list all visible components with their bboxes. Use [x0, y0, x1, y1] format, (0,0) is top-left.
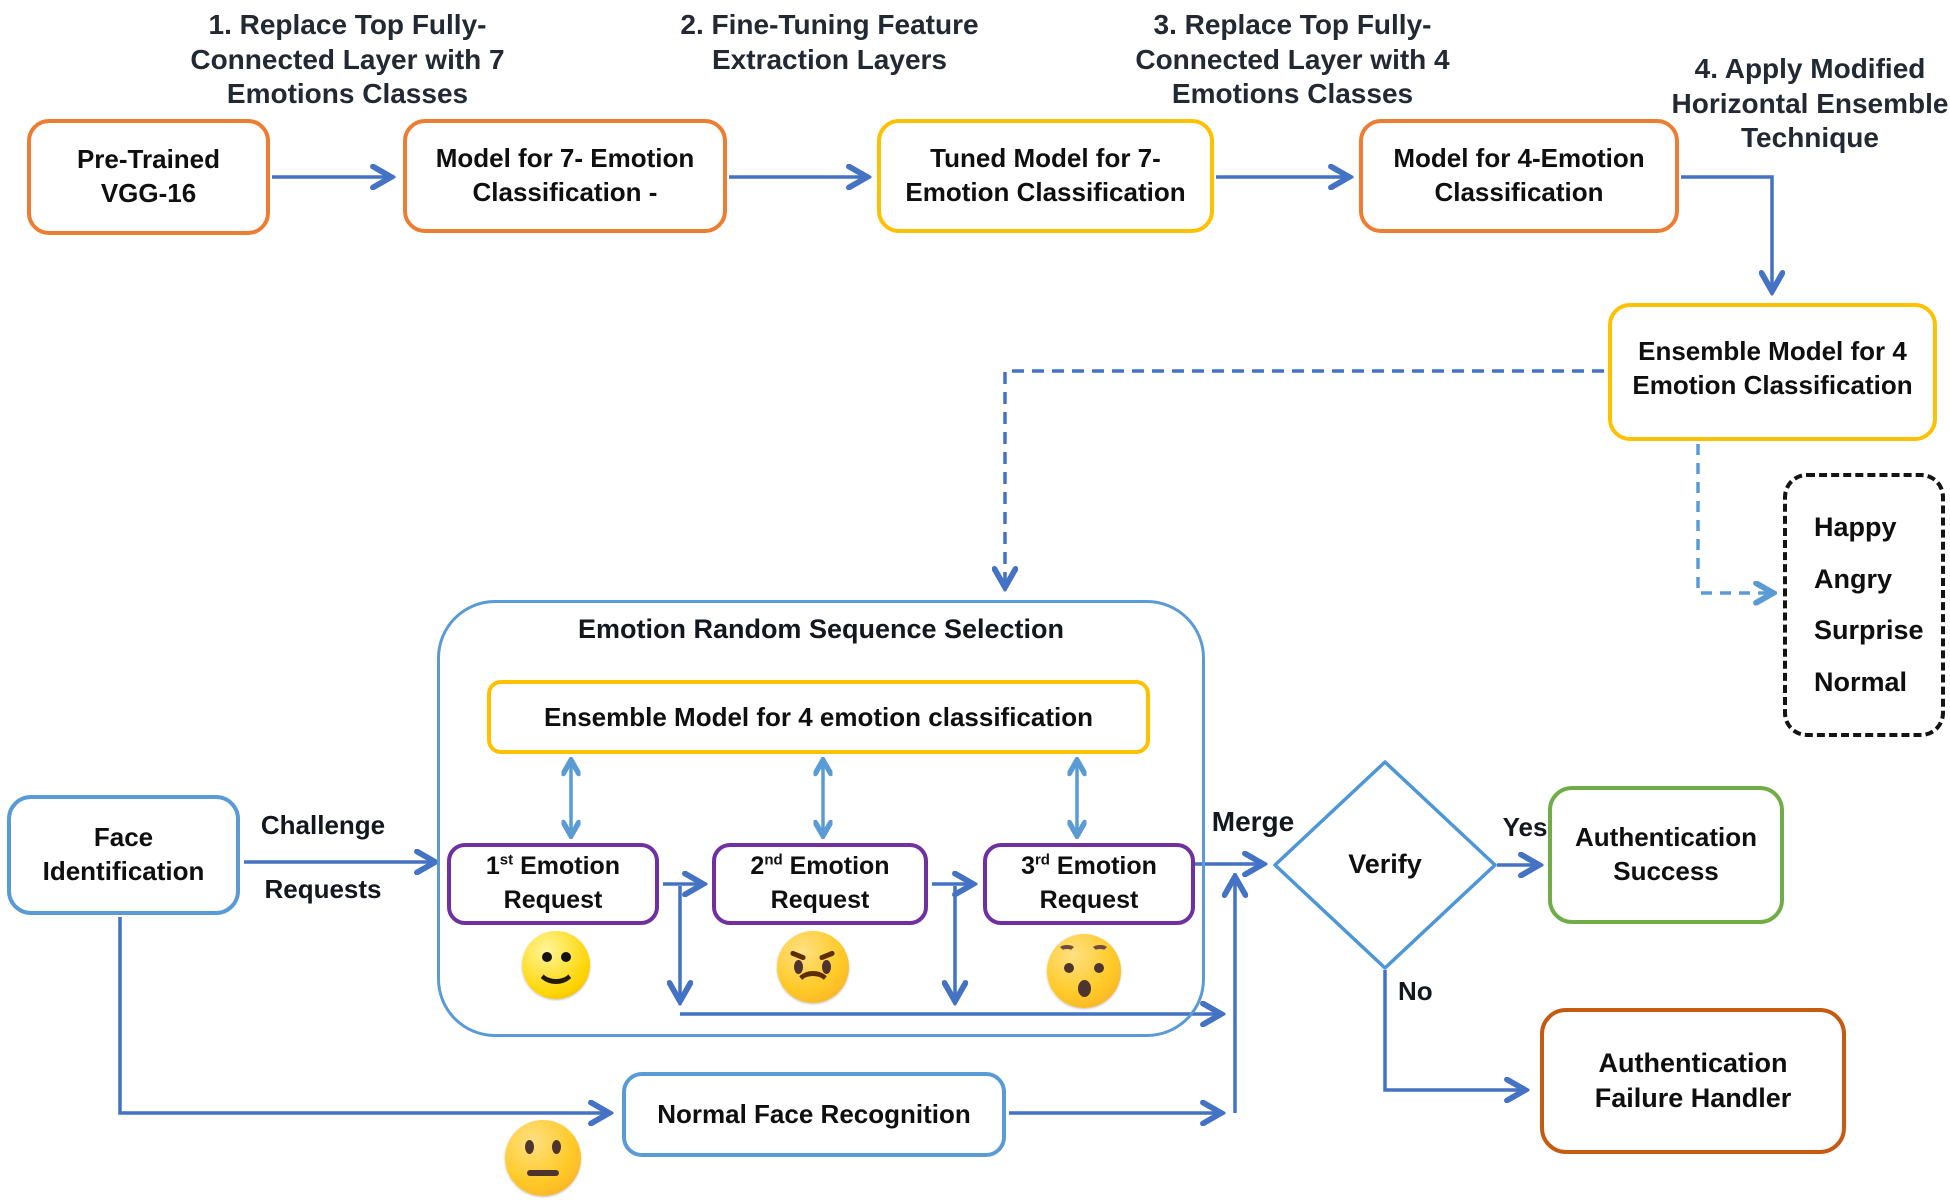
node-ensemble-model-4: Ensemble Model for 4 Emotion Classificat… [1608, 303, 1937, 441]
challenge-label: Challenge [260, 810, 386, 840]
happy-smiley-emoji [522, 931, 590, 999]
arrow-model4-to-ensemble [1681, 175, 1772, 290]
emotion-class-angry: Angry [1814, 563, 1893, 594]
node-model-7-emotion: Model for 7- Emotion Classification - [403, 119, 727, 233]
line-faceid-to-normal [118, 917, 608, 1113]
open-mouth [1078, 980, 1091, 997]
node-face-identification: Face Identification [7, 795, 240, 915]
node-tuned-model-7: Tuned Model for 7- Emotion Classificatio… [877, 119, 1214, 233]
verify-label: Verify [1348, 849, 1422, 879]
neutral-face-emoji [505, 1120, 581, 1196]
step-label-3: 3. Replace Top Fully- Connected Layer wi… [1135, 9, 1450, 110]
dashed-arrow-ensemble-to-sequence [1005, 369, 1604, 586]
node-emotion-request-2: 2nd Emotion Request [712, 843, 928, 925]
sequence-selection-container [437, 600, 1205, 1037]
right-eye [822, 960, 831, 974]
node-authentication-success: Authentication Success [1548, 786, 1784, 924]
no-label: No [1398, 976, 1433, 1006]
node-authentication-failure: Authentication Failure Handler [1540, 1008, 1846, 1154]
left-brow [1058, 945, 1076, 956]
step-label-4: 4. Apply Modified Horizontal Ensemble Te… [1671, 53, 1949, 154]
left-eye [525, 1140, 534, 1154]
sequence-selection-title: Emotion Random Sequence Selection [577, 614, 1065, 644]
surprised-face-emoji [1047, 934, 1121, 1008]
node-model-4-emotion: Model for 4-Emotion Classification [1359, 119, 1679, 233]
left-eye [794, 960, 803, 974]
step-label-2: 2. Fine-Tuning Feature Extraction Layers [680, 9, 979, 75]
flat-mouth [527, 1170, 559, 1176]
left-eye [1064, 963, 1074, 973]
merge-label: Merge [1211, 806, 1295, 837]
node-pretrained-vgg16: Pre-Trained VGG-16 [27, 119, 270, 235]
verify-diamond [1273, 760, 1497, 970]
right-eye [552, 1140, 561, 1154]
node-inner-ensemble-model: Ensemble Model for 4 emotion classificat… [487, 680, 1150, 754]
angry-face-emoji [777, 931, 849, 1003]
step-label-1: 1. Replace Top Fully- Connected Layer wi… [190, 9, 505, 110]
frown-mouth [795, 971, 831, 1001]
smile-mouth [536, 949, 576, 985]
node-emotion-request-3: 3rd Emotion Request [983, 843, 1195, 925]
emotion-class-normal: Normal [1814, 667, 1908, 698]
emotion-class-happy: Happy [1814, 511, 1897, 542]
emotion-classes-box: Happy Angry Surprise Normal [1783, 473, 1945, 737]
right-eye [1094, 963, 1104, 973]
right-brow [1091, 945, 1109, 956]
emotion-class-surprise: Surprise [1814, 615, 1924, 646]
arrow-no [1383, 970, 1524, 1090]
yes-label: Yes [1502, 812, 1548, 842]
node-normal-face-recognition: Normal Face Recognition [622, 1072, 1006, 1157]
requests-label: Requests [264, 874, 382, 904]
dashed-arrow-ensemble-to-classes [1696, 444, 1772, 593]
node-emotion-request-1: 1st Emotion Request [447, 843, 659, 925]
